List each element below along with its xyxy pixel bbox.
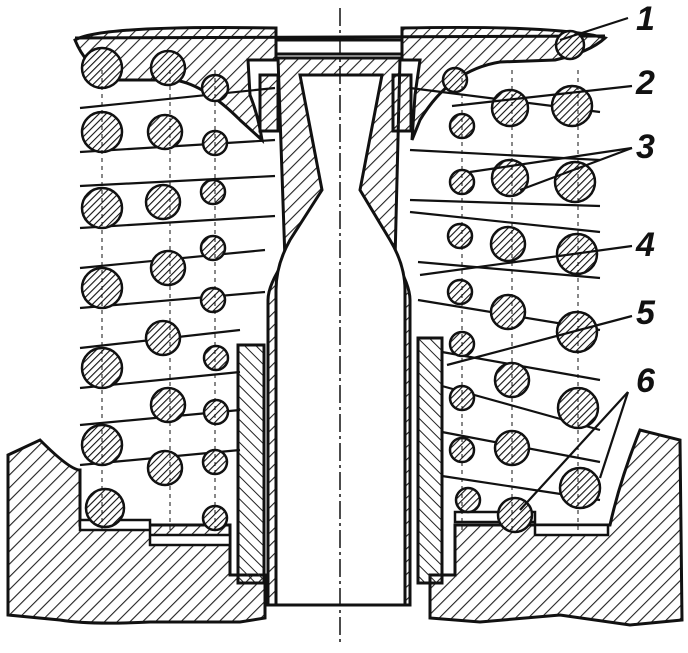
valve-guide-left [236, 343, 266, 585]
spring-coil-left-1 [149, 49, 187, 87]
valve-keeper-left [258, 73, 280, 133]
leader-4 [419, 244, 633, 277]
spring-coil-right-15 [493, 361, 531, 399]
spring-coil-right-2 [490, 88, 530, 128]
spring-coil-right-8 [446, 222, 474, 250]
leader-1 [559, 16, 629, 42]
callout-label-3: 3 [636, 128, 655, 166]
spring-coil-right-6 [490, 158, 530, 198]
spring-coil-right-19 [558, 466, 602, 510]
cylinder-head-left [6, 438, 267, 625]
spring-coil-left-20 [202, 398, 230, 426]
spring-coil-right-3 [550, 84, 594, 128]
spring-coil-left-8 [199, 178, 227, 206]
callout-label-5: 5 [636, 294, 655, 332]
lower-spring-washer-left [78, 518, 232, 547]
lower-spring-washer-right [453, 510, 610, 537]
leader-3b [519, 146, 633, 192]
spring-coil-left-13 [144, 319, 182, 357]
spring-coil-right-21 [454, 486, 482, 514]
spring-coil-line-14 [417, 260, 601, 280]
spring-coil-left-14 [199, 286, 227, 314]
spring-coil-left-10 [149, 249, 187, 287]
spring-coil-right-9 [489, 225, 527, 263]
leader-2 [451, 84, 633, 108]
spring-coil-left-7 [144, 183, 182, 221]
callout-label-1: 1 [636, 0, 655, 38]
spring-coil-left-11 [199, 234, 227, 262]
spring-coil-line-13 [409, 210, 601, 234]
spring-coil-left-19 [146, 449, 184, 487]
spring-coil-right-1 [441, 66, 469, 94]
leader-3a [469, 146, 633, 174]
leader-6b [519, 391, 629, 511]
spring-coil-left-17 [202, 344, 230, 372]
valve-guide-right [416, 336, 444, 585]
spring-coil-line-12 [409, 198, 601, 208]
spring-coil-right-0 [554, 29, 586, 61]
spring-coil-right-13 [555, 310, 599, 354]
spring-coil-left-16 [149, 386, 187, 424]
spring-coil-left-18 [84, 487, 126, 529]
callout-label-2: 2 [636, 64, 655, 102]
spring-coil-line-2 [79, 174, 276, 188]
spring-coil-left-4 [146, 113, 184, 151]
spring-coil-right-11 [446, 278, 474, 306]
callout-label-4: 4 [636, 226, 655, 264]
spring-coil-right-12 [489, 293, 527, 331]
leader-6a [598, 391, 630, 479]
callout-label-6: 6 [636, 362, 655, 400]
leader-5 [446, 314, 633, 367]
spring-coil-right-7 [553, 160, 597, 204]
spring-coil-line-0 [79, 86, 276, 110]
valve-cap [274, 38, 404, 56]
spring-coil-line-11 [409, 148, 601, 162]
valve-keeper-right [391, 73, 413, 133]
